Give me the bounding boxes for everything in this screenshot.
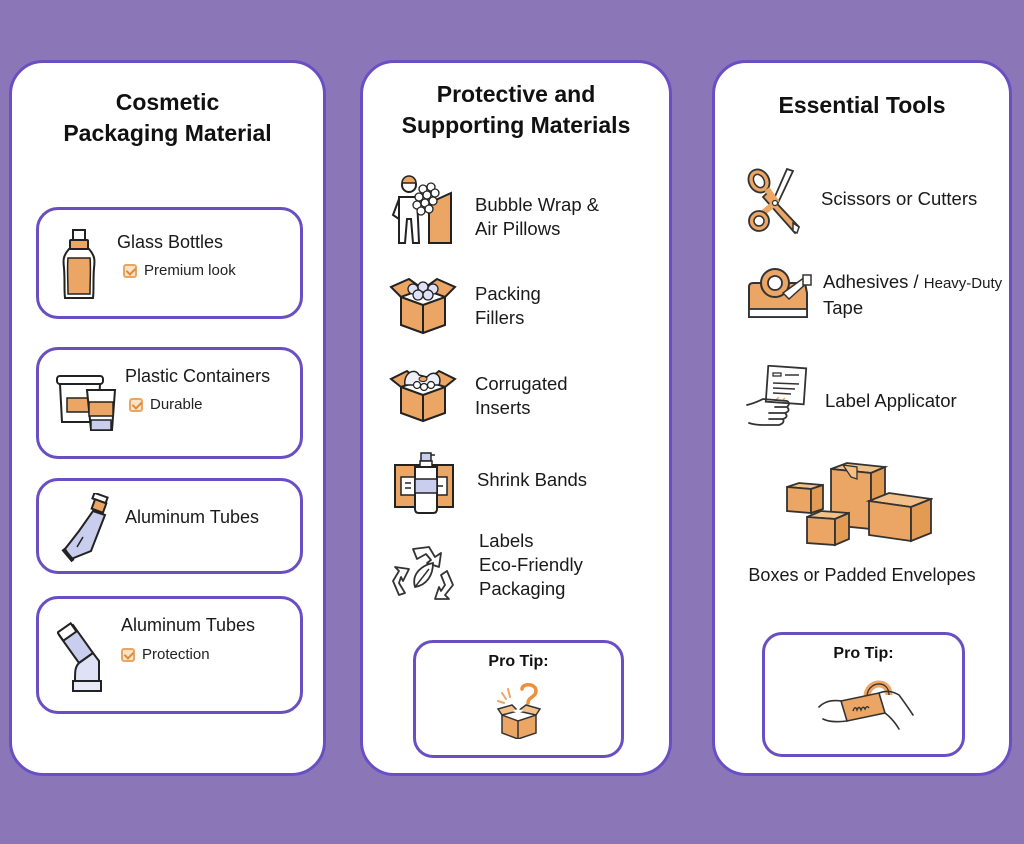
item-label: Boxes or Padded Envelopes: [748, 565, 976, 585]
item-label: Scissors or Cutters: [821, 188, 978, 209]
card-plastic-containers[interactable]: Plastic Containers Durable: [36, 347, 303, 459]
mystery-box-icon: [496, 683, 542, 739]
shrink-band-bottle-icon: [394, 452, 454, 514]
feature-text: Protection: [142, 646, 210, 663]
item-packing-fillers[interactable]: Packing Fillers: [389, 273, 649, 343]
panel-title: Protective and Supporting Materials: [401, 81, 631, 138]
label-line2: Tape: [823, 297, 864, 318]
item-label: Bubble Wrap & Air Pillows: [475, 194, 600, 239]
tape-hands-icon: [818, 680, 914, 730]
pro-tip-label: Pro Tip:: [488, 653, 549, 670]
corrugated-box-icon: [389, 369, 457, 423]
card-feature: Durable: [129, 396, 203, 413]
plastic-container-icon: [56, 375, 117, 431]
card-aluminum-tubes-protection[interactable]: Aluminum Tubes Protection: [36, 596, 303, 714]
card-feature: Protection: [121, 646, 210, 663]
pro-tip-box: Pro Tip:: [762, 632, 965, 757]
card-title: Aluminum Tubes: [125, 507, 260, 527]
scissors-icon: [747, 167, 801, 235]
check-icon: [129, 397, 143, 412]
aluminum-tube-icon: [61, 493, 109, 563]
item-label-applicator[interactable]: Label Applicator: [745, 365, 1015, 435]
check-icon: [123, 263, 137, 278]
item-label: Label Applicator: [825, 390, 957, 411]
item-boxes[interactable]: Boxes or Padded Envelopes: [715, 459, 1009, 589]
pro-tip-label: Pro Tip:: [833, 645, 894, 662]
feature-text: Durable: [150, 396, 203, 413]
recycle-leaf-icon: [392, 546, 454, 600]
card-feature: Premium look: [123, 262, 236, 279]
card-aluminum-tubes[interactable]: Aluminum Tubes: [36, 478, 303, 574]
boxes-icon: [786, 462, 933, 547]
item-label: Packing Fillers: [475, 283, 541, 328]
item-label: Corrugated Inserts: [475, 373, 568, 418]
feature-text: Premium look: [144, 262, 236, 279]
panel-essential-tools: Essential Tools Scissors or Cutters: [712, 60, 1012, 776]
angled-tube-icon: [57, 621, 102, 692]
item-bubble-wrap[interactable]: Bubble Wrap & Air Pillows: [389, 175, 649, 247]
label-small: Heavy-Duty: [923, 275, 1003, 292]
check-icon: [121, 647, 135, 662]
filled-box-icon: [389, 277, 457, 335]
label-hand-icon: [746, 365, 808, 426]
item-label: Labels Eco-Friendly Packaging: [479, 530, 583, 599]
panel-cosmetic-packaging: Cosmetic Packaging Material Glass Bottle…: [9, 60, 326, 776]
card-title: Plastic Containers: [125, 366, 271, 386]
item-label: Shrink Bands: [477, 469, 588, 490]
item-shrink-bands[interactable]: Shrink Bands: [393, 451, 653, 517]
item-corrugated-inserts[interactable]: Corrugated Inserts: [389, 363, 649, 433]
panel-protective-materials: Protective and Supporting Materials Bubb…: [360, 60, 672, 776]
panel-title: Cosmetic Packaging Material: [63, 89, 272, 146]
pro-tip-box: Pro Tip:: [413, 640, 624, 758]
card-glass-bottles[interactable]: Glass Bottles Premium look: [36, 207, 303, 319]
panel-title: Essential Tools: [778, 92, 946, 118]
bubble-wrap-worker-icon: [391, 175, 452, 244]
card-title: Glass Bottles: [117, 232, 224, 252]
card-title: Aluminum Tubes: [121, 615, 256, 635]
item-labels-eco-friendly[interactable]: Labels Eco-Friendly Packaging: [391, 529, 651, 609]
item-scissors[interactable]: Scissors or Cutters: [747, 167, 1007, 237]
tape-dispenser-icon: [748, 268, 812, 318]
item-adhesives[interactable]: Adhesives / Heavy-Duty Tape: [745, 267, 1015, 327]
label-main: Adhesives /: [823, 271, 924, 292]
glass-bottle-icon: [62, 229, 96, 299]
item-label: Adhesives / Heavy-Duty Tape: [823, 270, 1002, 320]
